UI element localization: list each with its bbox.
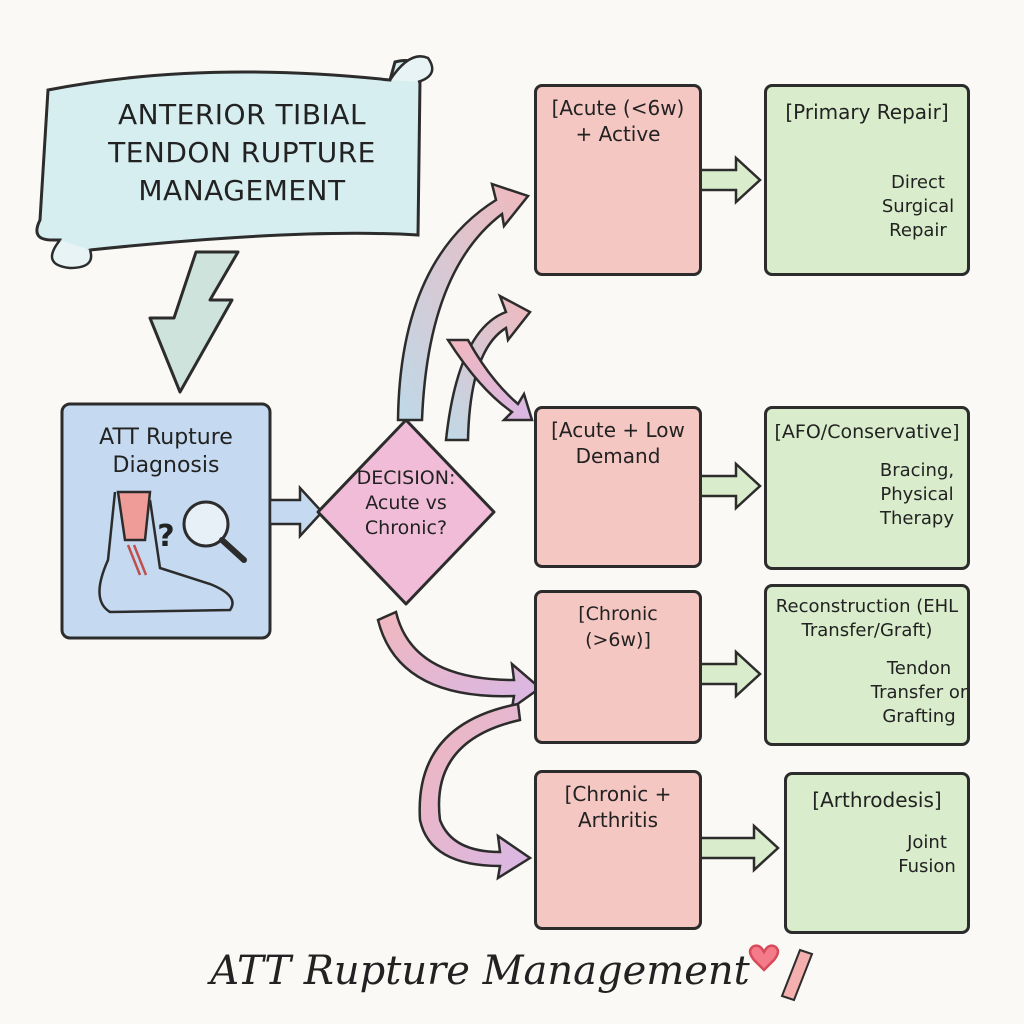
condition-box-acute-active: [Acute (<6w) + Active [534, 84, 702, 276]
treatment-description: Tendon Transfer or Grafting [870, 658, 968, 727]
arrow-to-chronic-arthritis [418, 702, 533, 881]
treatment-description: Joint Fusion [898, 832, 956, 877]
treatment-box-arthrodesis: [Arthrodesis] Joint Fusion [784, 772, 970, 934]
arrow-diagnosis-to-decision [268, 484, 324, 540]
treatment-label: [Primary Repair] [785, 100, 949, 124]
page-title: ANTERIOR TIBIAL TENDON RUPTURE MANAGEMEN… [108, 98, 376, 207]
footer-torn-tendon-icon [780, 948, 814, 1002]
treatment-description: Bracing, Physical Therapy [879, 460, 955, 529]
diagnosis-label: ATT Rupture Diagnosis [99, 425, 233, 478]
arrow-to-acute-active [396, 182, 531, 422]
foot-rupture-illustration [98, 490, 234, 614]
magnifier-icon [182, 500, 247, 563]
condition-label: [Acute (<6w) + Active [551, 96, 685, 146]
decision-branch-arrows [376, 182, 543, 881]
treatment-label: Reconstruction (EHL Transfer/Graft) [775, 596, 959, 641]
arrow-banner-to-diagnosis [148, 250, 240, 394]
arrow-low-demand-down [445, 338, 534, 422]
treatment-label: [Arthrodesis] [812, 788, 942, 812]
condition-label: [Acute + Low Demand [551, 418, 685, 468]
treatment-label: [AFO/Conservative] [774, 421, 960, 443]
treatment-box-afo-conservative: [AFO/Conservative] Bracing, Physical The… [764, 406, 970, 570]
condition-box-chronic-arthritis: [Chronic + Arthritis [534, 770, 702, 930]
treatment-box-primary-repair: [Primary Repair] Direct Surgical Repair [764, 84, 970, 276]
arrow-arthritis-to-arthrodesis [698, 823, 780, 873]
condition-box-acute-low-demand: [Acute + Low Demand [534, 406, 702, 568]
condition-label: [Chronic (>6w)] [578, 603, 658, 651]
treatment-description: Direct Surgical Repair [881, 172, 955, 241]
condition-to-treatment-arrows [698, 155, 780, 873]
arrow-lowdemand-to-afo [698, 461, 762, 511]
arrow-chronic-to-reconstruction [698, 649, 762, 699]
arrow-acute-to-repair [698, 155, 762, 205]
footer-title: ATT Rupture Management [210, 948, 750, 994]
arrow-to-chronic [376, 610, 543, 711]
condition-box-chronic: [Chronic (>6w)] [534, 590, 702, 744]
decision-diamond [316, 418, 496, 606]
footer-heart-icon [748, 944, 780, 972]
treatment-box-reconstruction: Reconstruction (EHL Transfer/Graft) Tend… [764, 584, 970, 746]
decision-label: DECISION: Acute vs Chronic? [356, 467, 456, 539]
condition-label: [Chronic + Arthritis [564, 782, 672, 832]
diagnosis-question-mark: ? [157, 519, 175, 554]
title-banner [35, 55, 434, 270]
arrow-to-acute-low-demand [444, 293, 532, 442]
